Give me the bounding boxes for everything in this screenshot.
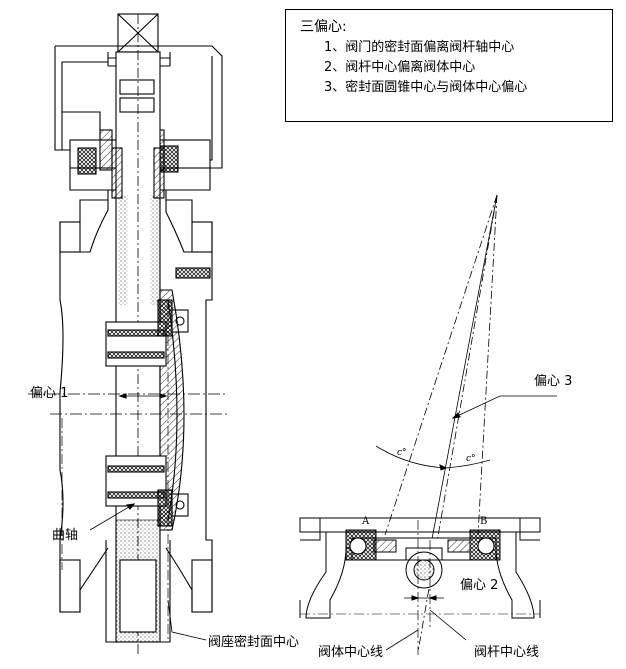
eccentric-3-label: 偏心 3: [534, 374, 573, 389]
eccentric-1-label: 偏心 1: [30, 386, 69, 401]
point-a-label: A: [362, 516, 370, 527]
stem-centerline-label: 阀杆中心线: [474, 645, 540, 660]
legend-item-2: 2、阀杆中心偏离阀体中心: [324, 60, 476, 75]
eccentric-2-label: 偏心 2: [460, 578, 499, 593]
crankshaft-label: 曲轴: [52, 528, 79, 543]
seat-center-label: 阀座密封面中心: [208, 635, 300, 650]
body-centerline-label: 阀体中心线: [318, 645, 384, 660]
angle-right-label: c°: [466, 454, 476, 464]
angle-left-label: c°: [397, 448, 407, 458]
valve-section-view: [28, 13, 228, 655]
legend-item-3: 3、密封面圆锥中心与阀体中心偏心: [324, 80, 528, 95]
eccentric-geometry: [299, 194, 557, 655]
legend-title: 三偏心:: [300, 19, 347, 35]
eccentricity-legend: 三偏心: 1、阀门的密封面偏离阀杆轴中心 2、阀杆中心偏离阀体中心 3、密封面圆…: [285, 9, 613, 122]
legend-item-1: 1、阀门的密封面偏离阀杆轴中心: [324, 40, 515, 55]
point-b-label: B: [480, 516, 488, 527]
